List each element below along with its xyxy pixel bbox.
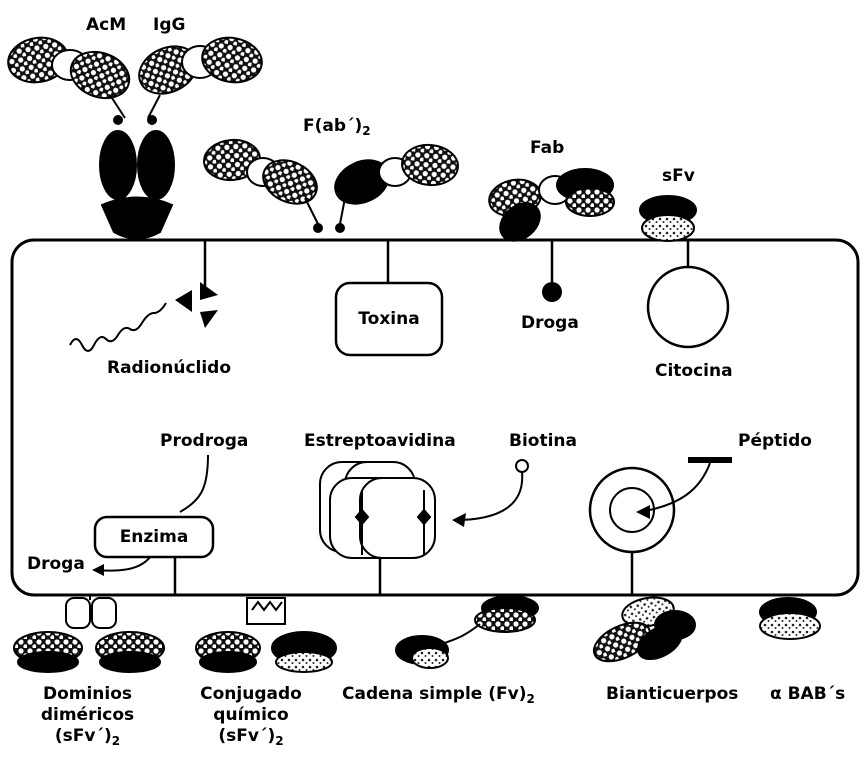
label-enzima: Enzima — [95, 529, 213, 546]
drug-dot — [542, 282, 562, 302]
label-citocina: Citocina — [655, 363, 733, 380]
biotin-arrow — [455, 472, 522, 520]
label-dominios: Dominios diméricos (sFv´)2 — [25, 684, 150, 752]
label-fab2-main: F(ab´) — [303, 116, 362, 136]
label-droga-bottom: Droga — [27, 556, 85, 573]
label-prodroga: Prodroga — [160, 433, 248, 450]
single-chain-fv2-icon — [396, 596, 538, 668]
label-conjugado-sub: 2 — [275, 734, 283, 748]
fab-fragment-icon — [486, 169, 614, 248]
label-biotina: Biotina — [509, 433, 577, 450]
fab2-fragment-icon — [202, 138, 459, 232]
chemical-conjugate-icon — [196, 598, 336, 672]
radionuclide-icon — [70, 282, 218, 351]
label-conjugado-line1: Conjugado — [186, 684, 316, 705]
label-cadena: Cadena simple (Fv)2 — [342, 686, 535, 705]
cytokine-circle — [648, 267, 728, 347]
igg-antibody-icon — [5, 33, 266, 238]
label-dominios-line3: (sFv´)2 — [25, 726, 150, 752]
label-cadena-main: Cadena simple (Fv) — [342, 684, 526, 704]
label-conjugado-line3: (sFv´)2 — [186, 726, 316, 752]
label-peptido: Péptido — [738, 433, 812, 450]
label-bianticuerpos: Bianticuerpos — [606, 686, 738, 703]
label-conjugado-line3-main: (sFv´) — [218, 726, 275, 746]
label-bab: α BAB´s — [770, 686, 845, 703]
label-sfv: sFv — [662, 168, 695, 185]
label-cadena-sub: 2 — [526, 692, 534, 706]
bab-icon — [760, 598, 820, 639]
label-fab2: F(ab´)2 — [303, 118, 371, 137]
biotin-icon — [516, 460, 528, 472]
label-estreptoavidina: Estreptoavidina — [304, 433, 456, 450]
label-droga-top: Droga — [521, 315, 579, 332]
label-dominios-line1: Dominios — [25, 684, 150, 705]
label-dominios-line2: diméricos — [25, 705, 150, 726]
bispecific-antibody-icon — [588, 594, 695, 669]
sfv-fragment-icon — [640, 196, 696, 241]
label-radionuclido: Radionúclido — [107, 360, 231, 377]
label-dominios-line3-main: (sFv´) — [55, 726, 112, 746]
label-fab2-sub: 2 — [362, 124, 370, 138]
prodrug-line — [180, 455, 208, 512]
label-toxina: Toxina — [336, 311, 442, 328]
streptavidin-icon — [320, 462, 435, 558]
dimeric-domains-icon — [14, 595, 164, 672]
label-conjugado: Conjugado químico (sFv´)2 — [186, 684, 316, 752]
label-acm: AcM — [86, 17, 126, 34]
label-fab: Fab — [530, 140, 564, 157]
label-igg: IgG — [153, 17, 185, 34]
label-dominios-sub: 2 — [112, 734, 120, 748]
label-conjugado-line2: químico — [186, 705, 316, 726]
